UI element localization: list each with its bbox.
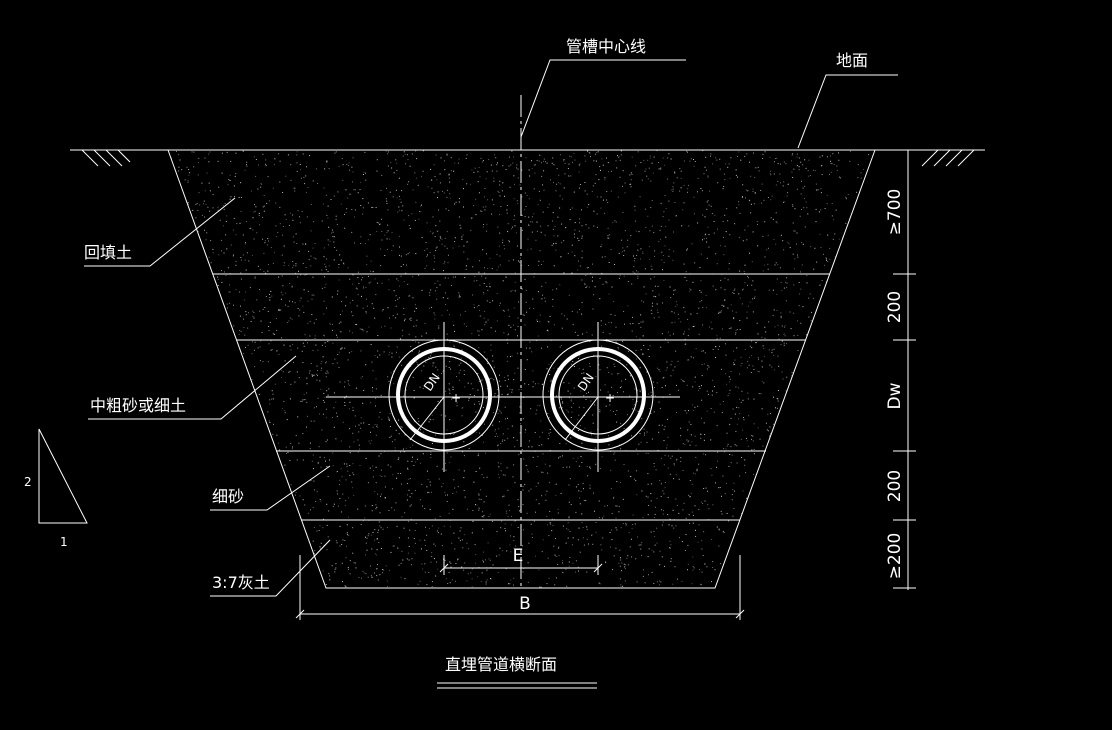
trench-width-dimension: B <box>295 555 745 620</box>
trench-outline <box>167 149 876 589</box>
ground-label: 地面 <box>836 51 868 70</box>
drawing-title: 直埋管道横断面 <box>445 655 557 674</box>
dim-base-depth: ≥200 <box>885 533 905 580</box>
fine-sand-label: 细砂 <box>212 487 244 506</box>
slope-run-label: 1 <box>60 535 68 549</box>
ground-hatch-left <box>81 149 131 167</box>
drawing-title-block: 直埋管道横断面 <box>437 655 597 689</box>
pipe-left: + DN <box>326 322 560 472</box>
dim-pipe-spacing: E <box>513 546 524 566</box>
backfill-callout: 回填土 <box>84 197 236 267</box>
ground-callout: 地面 <box>797 51 898 149</box>
pipe-right-dn-label: DN <box>575 371 597 394</box>
centerline-callout: 管槽中心线 <box>520 37 686 138</box>
slope-indicator: 2 1 <box>24 428 88 549</box>
depth-dimension-chain: ≥700 200 Dw 200 ≥200 <box>885 150 916 590</box>
backfill-label: 回填土 <box>84 243 132 262</box>
pipe-spacing-dimension: E <box>439 546 603 575</box>
lime-soil-label: 3:7灰土 <box>212 573 270 592</box>
dim-cover-depth: 200 <box>885 291 905 323</box>
dim-pipe-outer-diameter: Dw <box>885 382 905 409</box>
lime-soil-callout: 3:7灰土 <box>210 539 331 597</box>
sand-callout: 中粗砂或细土 <box>88 355 297 420</box>
dim-backfill-depth: ≥700 <box>885 189 905 236</box>
pipe-right: + DN <box>520 322 680 472</box>
centerline-label: 管槽中心线 <box>566 37 646 56</box>
fine-sand-callout: 细砂 <box>210 465 331 511</box>
pipe-left-dn-label: DN <box>421 371 443 394</box>
ground-hatch-right <box>921 149 975 167</box>
dim-trench-width: B <box>519 594 531 614</box>
soil-texture-fill <box>168 150 875 588</box>
dim-bedding-depth: 200 <box>885 470 905 502</box>
slope-rise-label: 2 <box>24 475 32 489</box>
sand-or-soil-label: 中粗砂或细土 <box>90 396 186 415</box>
